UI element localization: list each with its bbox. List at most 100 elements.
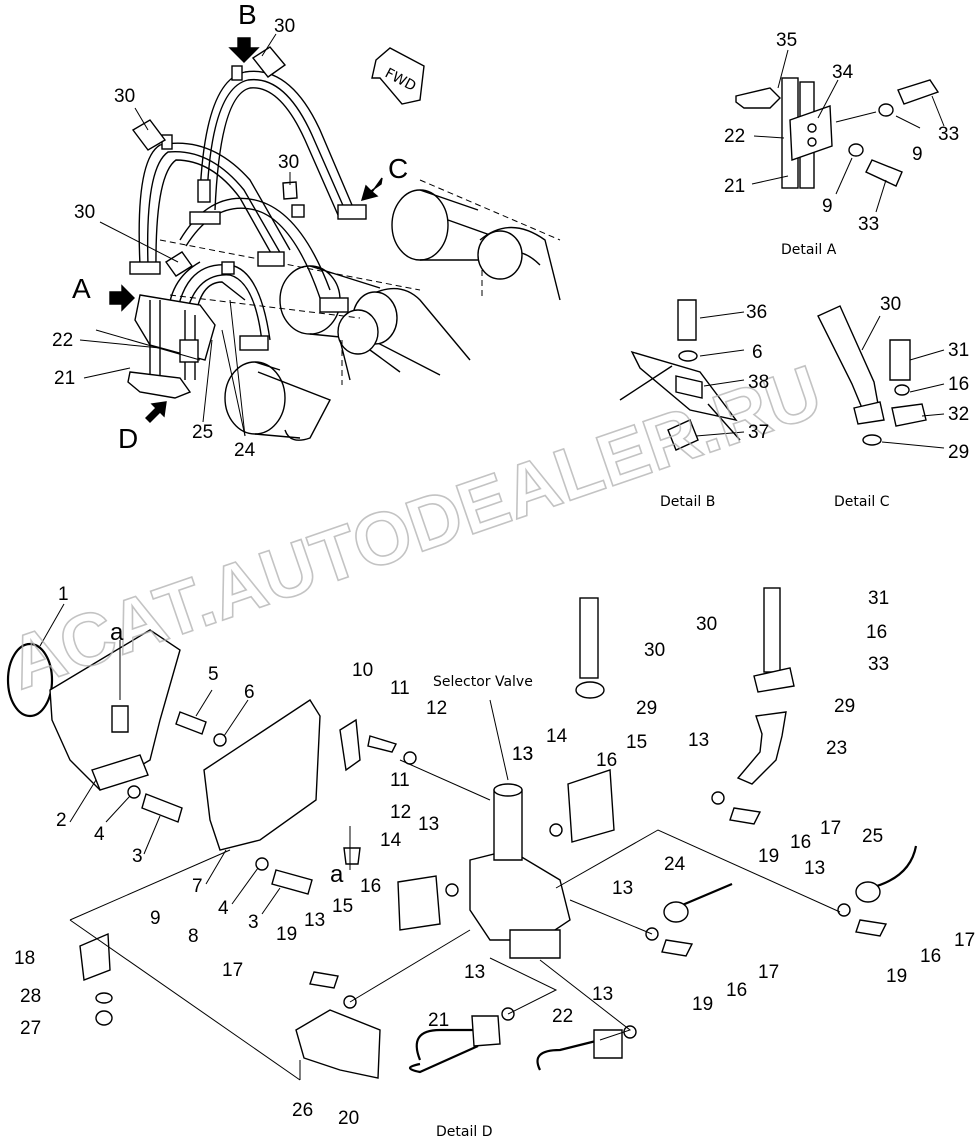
callout: 30 [74,202,95,223]
callout: 17 [758,962,779,983]
caption-detail-c: Detail C [834,494,890,510]
callout: 16 [920,946,941,967]
callout: 13 [804,858,825,879]
callout: 29 [948,442,969,463]
callout: 30 [696,614,717,635]
view-letter-a-lower: a [330,861,344,888]
callout: 19 [758,846,779,867]
callout: 13 [592,984,613,1005]
caption-detail-d: Detail D [436,1124,492,1140]
callout: 13 [464,962,485,983]
callout: 22 [552,1006,573,1027]
hose-clamps [129,65,367,351]
callout: 3 [132,846,143,867]
detail-a-drawing [735,49,945,213]
callout: 4 [218,898,229,919]
view-letter-d: D [118,423,138,454]
detail-d-drawing [6,587,918,1081]
callout: 8 [188,926,199,947]
callout: 17 [820,818,841,839]
detail-d-callouts: 1 2 3 4 5 6 7 4 3 8 9 10 11 11 12 12 13 … [14,584,975,1129]
callout: 4 [94,824,105,845]
callout: 9 [150,908,161,929]
callout: 16 [596,750,617,771]
callout: 16 [948,374,969,395]
callout: 21 [724,176,745,197]
detail-a-callouts: 35 34 22 21 9 9 33 33 [724,30,959,235]
callout: 32 [948,404,969,425]
callout: 14 [380,830,402,851]
callout: 30 [114,86,135,107]
callout: 10 [352,660,373,681]
fwd-arrow [371,47,425,105]
callout: 29 [636,698,657,719]
callout: 21 [54,368,75,389]
callout: 11 [390,770,410,791]
callout: 13 [688,730,709,751]
callout: 30 [278,152,299,173]
callout: 20 [338,1108,359,1129]
callout: 30 [880,294,901,315]
callout: 30 [644,640,665,661]
view-letter-a-upper: a [110,619,124,646]
callout: 35 [776,30,797,51]
callout: 11 [390,678,410,699]
callout: 15 [332,896,353,917]
callout: 31 [868,588,889,609]
detail-b-drawing [619,299,745,451]
detail-c-drawing [817,305,945,449]
cylinder-right [391,189,561,301]
callout: 15 [626,732,647,753]
callout: 22 [52,330,73,351]
callout: 33 [858,214,879,235]
callout: 33 [868,654,889,675]
callout: 13 [512,744,533,765]
callout: 3 [248,912,259,933]
callout: 24 [664,854,686,875]
callout: 25 [862,826,883,847]
callout: 36 [746,302,767,323]
callout: 21 [428,1010,449,1031]
callout: 14 [546,726,568,747]
cylinder-lower [224,361,331,441]
overview-hose-assembly [79,33,561,441]
caption-detail-b: Detail B [660,494,715,510]
callout: 12 [426,698,447,719]
callout: 6 [244,682,255,703]
callout: 17 [954,930,975,951]
view-letter-a: A [72,273,91,304]
overview-callouts: 30 30 30 30 22 21 25 24 [52,16,299,461]
callout: 5 [208,664,219,685]
callout: 16 [726,980,747,1001]
callout: 28 [20,986,41,1007]
detail-b-callouts: 36 6 38 37 [746,302,769,443]
view-letter-b: B [238,0,257,30]
callout: 25 [192,422,213,443]
callout: 2 [56,810,67,831]
callout: 16 [790,832,811,853]
watermark: ACAT.AUTODEALER.RU [0,349,831,705]
caption-detail-a: Detail A [781,242,837,258]
callout: 9 [822,196,833,217]
callout: 6 [752,342,763,363]
callout: 19 [276,924,297,945]
callout: 23 [826,738,847,759]
callout: 24 [234,440,256,461]
callout: 18 [14,948,35,969]
caption-selector-valve: Selector Valve [433,674,533,690]
view-letter-c: C [388,153,408,184]
callout: 33 [938,124,959,145]
callout: 13 [418,814,439,835]
callout: 16 [866,622,887,643]
callout: 1 [58,584,69,605]
callout: 17 [222,960,243,981]
cylinder-middle [279,265,471,381]
callout: 19 [886,966,907,987]
callout: 13 [512,744,533,765]
callout: 31 [948,340,969,361]
callout: 27 [20,1018,41,1039]
callout: 38 [748,372,769,393]
callout: 13 [304,910,325,931]
